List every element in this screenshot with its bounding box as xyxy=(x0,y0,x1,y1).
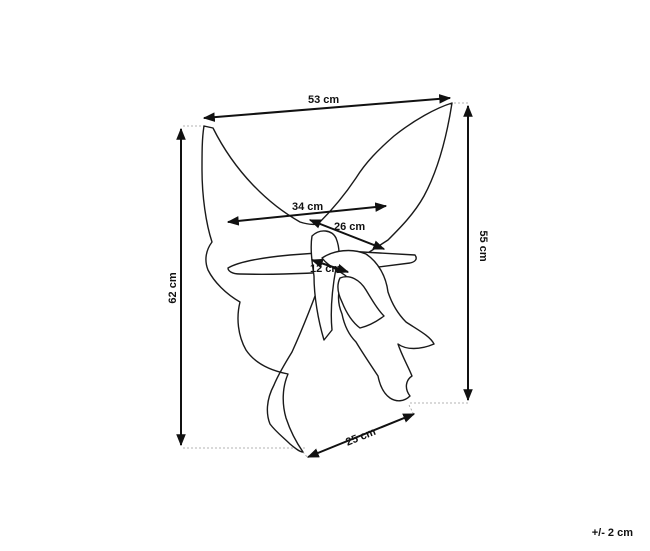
top-width-label: 53 cm xyxy=(308,94,339,106)
back-wing-panel xyxy=(201,102,453,453)
shelf-support-leg xyxy=(310,230,340,341)
top-width-dimension xyxy=(202,94,452,122)
shelf-depth-label: 26 cm xyxy=(334,221,365,233)
base-depth-label: 25 cm xyxy=(344,426,378,449)
inner-wing-cut xyxy=(337,276,385,329)
shelf-width-dimension xyxy=(226,202,388,226)
inner-depth-dimension xyxy=(310,258,350,274)
base-depth-dimension xyxy=(306,413,416,458)
right-height-label: 55 cm xyxy=(477,230,489,261)
shelf-width-label: 34 cm xyxy=(292,201,323,213)
shelf-depth-dimension xyxy=(308,219,386,250)
left-height-label: 62 cm xyxy=(167,272,179,303)
tolerance-note: +/- 2 cm xyxy=(591,527,633,539)
inner-depth-label: 12 cm xyxy=(310,263,341,275)
